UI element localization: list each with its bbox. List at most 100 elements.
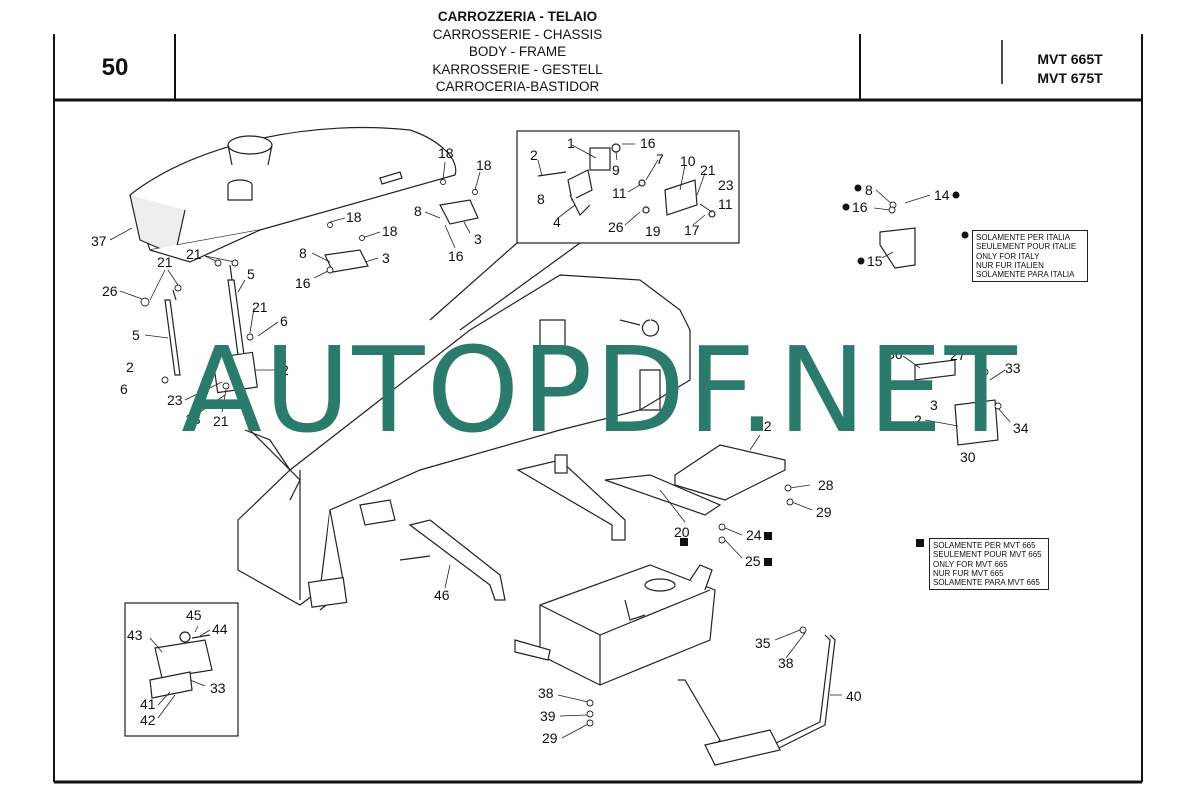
- callout: 36: [887, 346, 903, 362]
- model-name: MVT 675T: [1037, 70, 1103, 86]
- leader-lines: [109, 143, 1011, 739]
- callout-labels: 1 2 16 9 7 10 21 23 8 11 11 4 26 19 17 1…: [91, 135, 1029, 746]
- callout: 1: [567, 135, 575, 151]
- callout: 45: [186, 607, 202, 623]
- callout: 4: [553, 214, 561, 230]
- note-line: SOLAMENTE PER ITALIA: [976, 233, 1071, 242]
- bonnet-hood: [129, 126, 457, 263]
- italy-marker-icon: [842, 203, 850, 211]
- callout: 18: [438, 145, 454, 161]
- note-line: ONLY FOR ITALY: [976, 251, 1040, 261]
- callout: 16: [640, 135, 656, 151]
- callout: 2: [914, 412, 922, 428]
- callout: 26: [102, 283, 118, 299]
- hinges: [324, 199, 479, 273]
- callout: 7: [656, 151, 664, 167]
- callout: 5: [247, 266, 255, 282]
- callout: 30: [960, 449, 976, 465]
- step-ladder: [678, 634, 836, 766]
- callout: 20: [674, 524, 690, 540]
- callout: 37: [91, 233, 107, 249]
- chassis-frame: [237, 274, 691, 611]
- floor-plates: [408, 444, 786, 601]
- callout: 27: [950, 347, 966, 363]
- title-line: CARROSSERIE - CHASSIS: [432, 26, 603, 42]
- callout: 11: [612, 185, 627, 201]
- fuel-tank: [514, 564, 716, 686]
- title-line: KARROSSERIE - GESTELL: [432, 61, 603, 77]
- italy-marker-icon: [854, 184, 862, 192]
- callout: 21: [213, 413, 229, 429]
- callout: 42: [140, 712, 156, 728]
- note-line: SEULEMENT POUR ITALIE: [976, 242, 1077, 252]
- callout: 34: [1013, 420, 1029, 436]
- note-line: NUR FUR ITALIEN: [976, 260, 1044, 270]
- callout: 2: [281, 362, 289, 378]
- callout: 8: [299, 245, 307, 261]
- callout: 15: [867, 253, 883, 269]
- callout: 43: [127, 627, 143, 643]
- callout: 21: [252, 299, 268, 315]
- callout: 2: [530, 147, 538, 163]
- callout: 16: [852, 199, 868, 215]
- marker-symbols: [680, 184, 969, 566]
- callout: 3: [382, 250, 390, 266]
- callout: 3: [930, 397, 938, 413]
- mvt665-marker-icon: [916, 539, 924, 547]
- italy-marker-icon: [952, 191, 960, 199]
- page-title: CARROZZERIA - TELAIO CARROSSERIE - CHASS…: [380, 8, 655, 96]
- callout: 21: [186, 246, 202, 262]
- callout: 29: [542, 730, 558, 746]
- italy-marker-icon: [961, 231, 969, 239]
- callout: 21: [157, 254, 173, 270]
- callout: 33: [1005, 360, 1021, 376]
- note-line: ONLY FOR MVT 665: [933, 559, 1008, 569]
- callout: 18: [382, 223, 398, 239]
- note-line: SOLAMENTE PARA MVT 665: [933, 578, 1040, 588]
- callout: 19: [645, 223, 661, 239]
- note-line: SOLAMENTE PARA ITALIA: [976, 270, 1075, 280]
- title-line: CARROZZERIA - TELAIO: [437, 9, 598, 24]
- callout: 44: [212, 621, 228, 637]
- mvt665-marker-icon: [764, 558, 772, 566]
- callout: 18: [476, 157, 492, 173]
- note-line: SEULEMENT POUR MVT 665: [933, 550, 1042, 560]
- callout: 24: [746, 527, 762, 543]
- note-line: SOLAMENTE PER MVT 665: [933, 541, 1036, 550]
- callout: 28: [818, 477, 834, 493]
- callout: 38: [778, 655, 794, 671]
- mount-brackets: [879, 227, 999, 446]
- mvt665-marker-icon: [764, 532, 772, 540]
- gas-struts: [164, 264, 258, 394]
- callout: 23: [718, 177, 734, 193]
- callout: 22: [756, 418, 772, 434]
- callout: 6: [120, 381, 128, 397]
- model-name: MVT 665T: [1037, 51, 1103, 67]
- callout: 8: [865, 182, 873, 198]
- callout: 25: [745, 553, 761, 569]
- callout: 8: [414, 203, 422, 219]
- callout: 38: [538, 685, 554, 701]
- page-number: 50: [101, 54, 129, 81]
- callout: 11: [718, 196, 733, 212]
- mvt665-marker-icon: [680, 538, 688, 546]
- callout: 23: [167, 392, 183, 408]
- italy-note: SOLAMENTE PER ITALIA SEULEMENT POUR ITAL…: [972, 230, 1088, 283]
- callout: 18: [346, 209, 362, 225]
- callout: 17: [684, 222, 700, 238]
- callout: 13: [185, 411, 201, 427]
- callout: 8: [537, 191, 545, 207]
- mvt665-note: SOLAMENTE PER MVT 665 SEULEMENT POUR MVT…: [929, 538, 1049, 591]
- model-list: MVT 665T MVT 675T: [1010, 50, 1130, 88]
- callout: 3: [474, 231, 482, 247]
- callout: 33: [210, 680, 226, 696]
- callout: 10: [680, 153, 696, 169]
- detail-box-hinge: [429, 130, 740, 331]
- detail-box-mount: [124, 602, 239, 737]
- hardware-markers: [140, 179, 1002, 727]
- callout: 16: [295, 275, 311, 291]
- title-line: BODY - FRAME: [468, 44, 567, 59]
- callout: 29: [816, 504, 832, 520]
- callout: 14: [934, 187, 950, 203]
